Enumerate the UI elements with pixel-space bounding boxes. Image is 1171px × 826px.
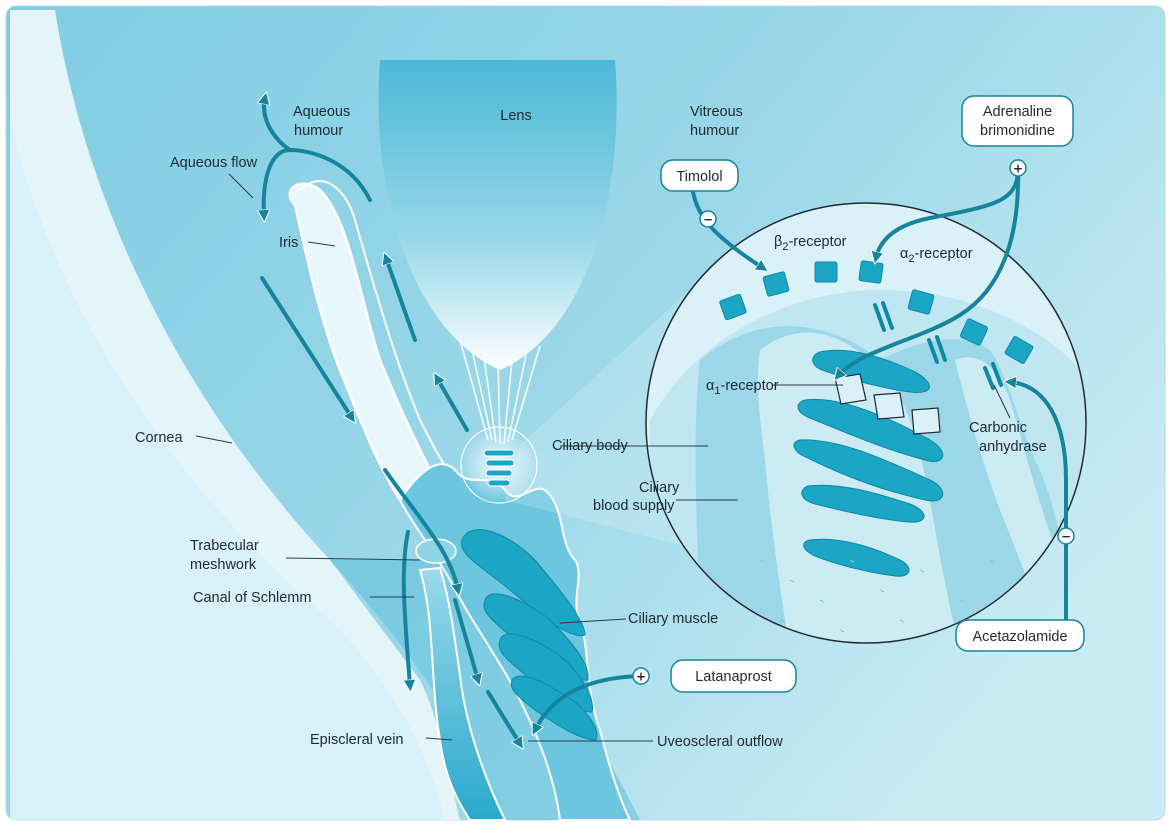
iris-label: Iris [279, 235, 298, 251]
ciliary-blood-supply-label-1: Ciliary [639, 480, 680, 496]
svg-text:−: − [703, 213, 713, 227]
ciliary-body-label: Ciliary body [552, 438, 628, 454]
acetazolamide-effect: − [1058, 528, 1074, 544]
latanaprost-box: Latanaprost [671, 660, 796, 692]
carbonic-anhydrase-label-2: anhydrase [979, 439, 1047, 455]
canal-of-schlemm-label: Canal of Schlemm [193, 590, 311, 606]
trabecular-meshwork-label-1: Trabecular [190, 538, 259, 554]
episcleral-vein-label: Episcleral vein [310, 732, 404, 748]
svg-text:Latanaprost: Latanaprost [695, 669, 772, 685]
vitreous-humour-label-1: Vitreous [690, 104, 743, 120]
cornea-label: Cornea [135, 430, 183, 446]
svg-text:Adrenaline: Adrenaline [983, 104, 1052, 120]
uveoscleral-outflow-label: Uveoscleral outflow [657, 734, 783, 750]
svg-text:Acetazolamide: Acetazolamide [972, 629, 1067, 645]
lens-label: Lens [500, 108, 531, 124]
svg-text:−: − [1061, 530, 1071, 544]
vitreous-humour-label-2: humour [690, 123, 739, 139]
timolol-effect: − [700, 211, 716, 227]
acetazolamide-box: Acetazolamide [956, 620, 1084, 651]
aqueous-humour-label-2: humour [294, 123, 343, 139]
svg-text:Timolol: Timolol [676, 169, 722, 185]
aqueous-flow-label: Aqueous flow [170, 155, 258, 171]
adrenaline-effect: + [1010, 160, 1026, 176]
ciliary-muscle-label: Ciliary muscle [628, 611, 718, 627]
adrenaline-brimonidine-box: Adrenaline brimonidine [962, 96, 1073, 146]
timolol-box: Timolol [661, 160, 738, 191]
svg-text:+: + [1013, 162, 1023, 176]
svg-text:+: + [636, 670, 646, 684]
carbonic-anhydrase-label-1: Carbonic [969, 420, 1027, 436]
trabecular-meshwork-label-2: meshwork [190, 557, 257, 573]
aqueous-humour-label-1: Aqueous [293, 104, 350, 120]
ciliary-blood-supply-label-2: blood supply [593, 498, 675, 514]
svg-text:brimonidine: brimonidine [980, 123, 1055, 139]
latanaprost-effect: + [633, 668, 649, 684]
